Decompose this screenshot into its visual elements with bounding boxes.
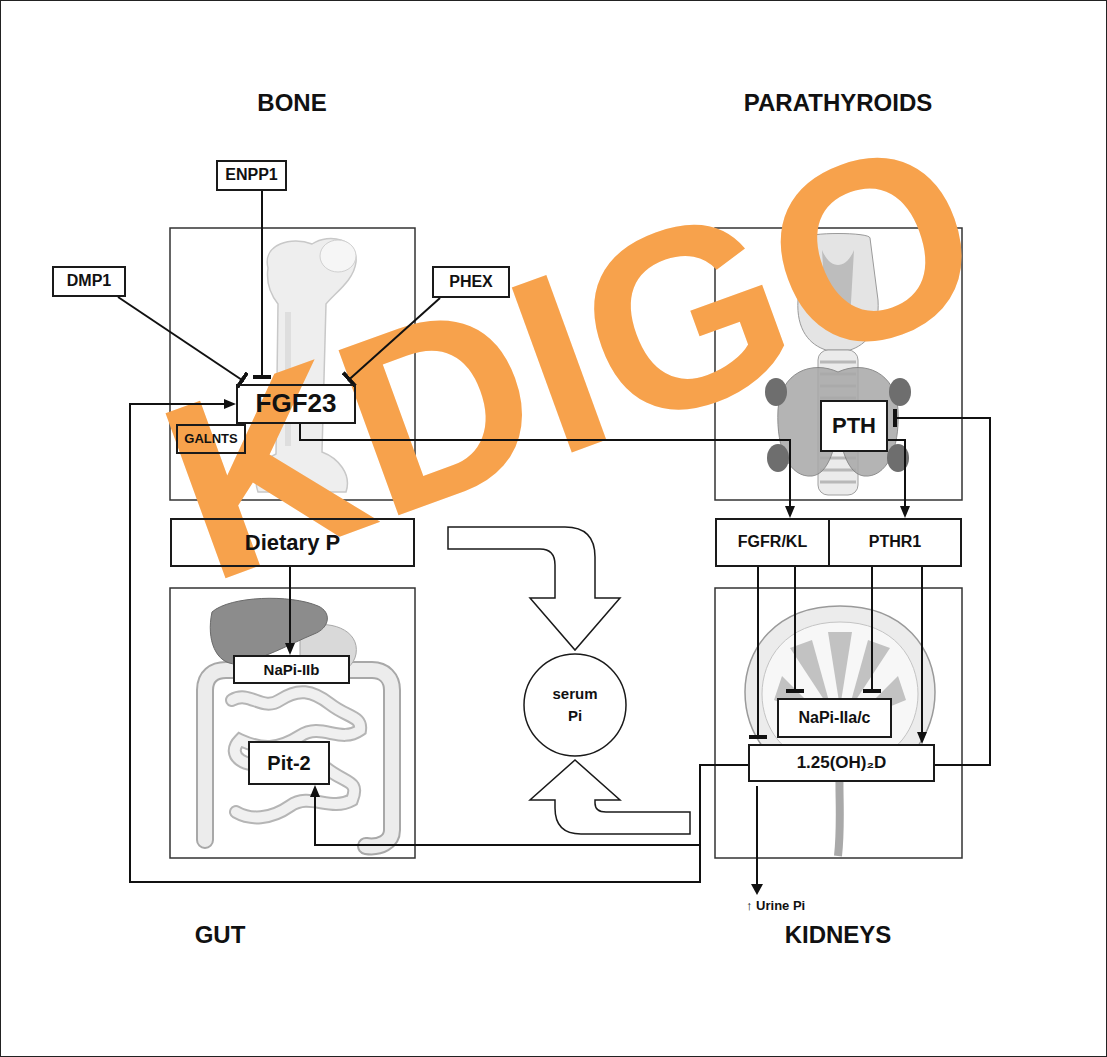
regulator-box: PHEX: [432, 266, 510, 298]
output-label: ↑ Urine Pi: [746, 899, 805, 912]
hormone-box: PTH: [820, 400, 888, 452]
circle-outline: [523, 653, 627, 757]
box-fill: [248, 741, 330, 785]
box-fill: [52, 266, 126, 297]
inhibition-connector: [261, 191, 263, 379]
section-title: KIDNEYS: [785, 923, 892, 947]
section-title: GUT: [195, 923, 246, 947]
dietary-box: Dietary P: [170, 518, 415, 567]
vitamin-box: 1.25(OH)₂D: [748, 744, 935, 782]
box-fill: [820, 400, 888, 452]
node-label: serum Pi: [549, 683, 601, 728]
section-title: BONE: [257, 91, 326, 115]
node-label: PTH: [832, 413, 876, 438]
box-fill: [748, 744, 935, 782]
stimulation-connector: [289, 567, 291, 647]
stimulation-connector: [921, 567, 923, 736]
transporter-box: NaPi-IIb: [233, 655, 350, 684]
receptor-box: FGFR/KL: [715, 518, 830, 567]
node-label: ENPP1: [225, 166, 277, 184]
node-label: FGF23: [256, 389, 337, 419]
box-fill: [715, 518, 830, 567]
hormone-box: FGF23: [236, 384, 356, 424]
node-label: NaPi-IIb: [264, 661, 320, 678]
box-fill: [233, 655, 350, 684]
circle-outline-shape: [524, 654, 626, 756]
box-fill: [523, 653, 627, 757]
inhibition-connector: [118, 297, 244, 381]
box-fill: [216, 160, 287, 191]
node-label: DMP1: [67, 272, 111, 290]
gut-illustration: [205, 598, 392, 846]
node-label: NaPi-IIa/c: [798, 709, 870, 727]
inhibition-connector: [757, 567, 759, 739]
kidney-illustration: [745, 606, 935, 856]
enzyme-box: GALNTS: [176, 424, 246, 454]
serum-circle: serum Pi: [523, 653, 627, 757]
node-label: Dietary P: [245, 530, 340, 555]
urine-output-arrow: [751, 786, 763, 895]
hollow-flow-arrow: [448, 527, 690, 834]
inhibition-connector: [893, 418, 990, 765]
stimulation-connector: [130, 404, 748, 882]
stimulation-connector: [315, 765, 748, 845]
receptor-box: PTHR1: [828, 518, 962, 567]
box-fill: [828, 518, 962, 567]
regulator-box: ENPP1: [216, 160, 287, 191]
transporter-box: NaPi-IIa/c: [777, 698, 892, 738]
inhibition-connector: [794, 567, 796, 693]
stimulation-connector: [888, 440, 905, 510]
inhibition-connector: [871, 567, 873, 693]
inhibition-connector: [348, 298, 440, 381]
regulator-box: DMP1: [52, 266, 126, 297]
node-label: 1.25(OH)₂D: [797, 753, 887, 773]
box-fill: [777, 698, 892, 738]
node-label: FGFR/KL: [738, 533, 807, 551]
node-label: PTHR1: [869, 533, 921, 551]
node-label: PHEX: [449, 273, 493, 291]
stimulation-connector: [300, 424, 790, 510]
transporter-box: Pit-2: [248, 741, 330, 785]
node-label: Pit-2: [267, 752, 310, 775]
node-label: GALNTS: [184, 432, 237, 447]
